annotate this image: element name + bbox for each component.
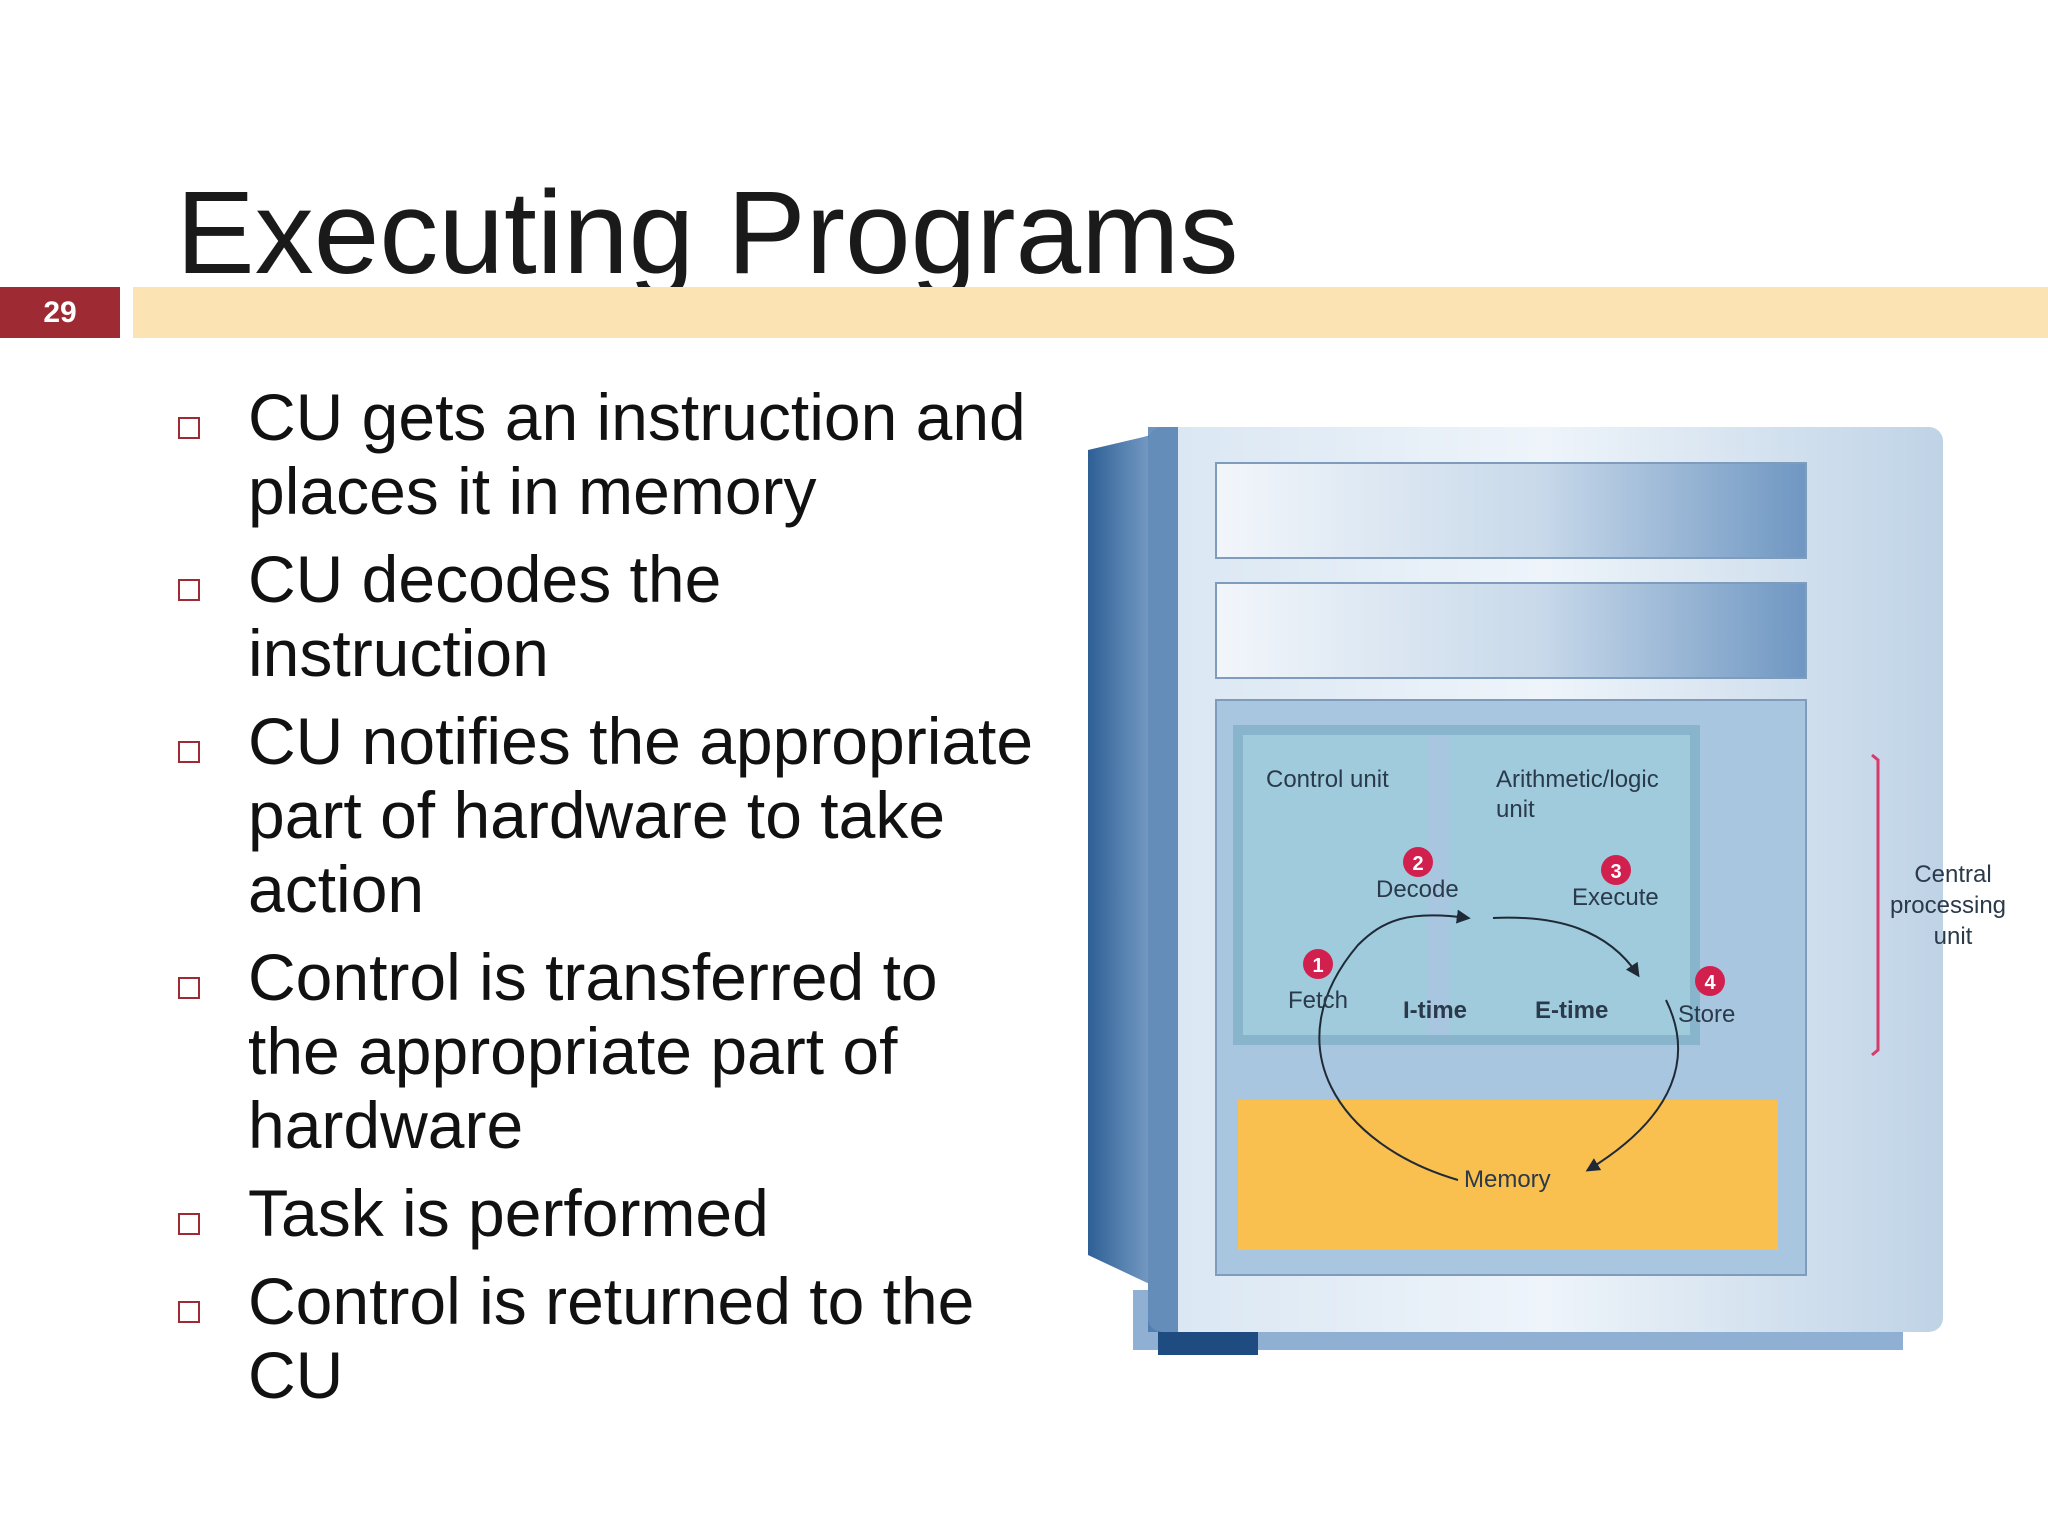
square-bullet-icon <box>178 579 200 601</box>
alu-label-line1: Arithmetic/logic <box>1496 766 1659 793</box>
bullet-text: CU gets an instruction and places it in … <box>248 380 1026 528</box>
bullet-item: Task is performed <box>176 1176 1036 1250</box>
step-badge-icon <box>1403 847 1433 877</box>
cpu-label-line1: Central <box>1914 861 1991 888</box>
e-time-label: E-time <box>1535 997 1608 1024</box>
step-number: 2 <box>1412 853 1423 875</box>
memory-panel <box>1238 1100 1778 1250</box>
step-label: Store <box>1678 1001 1735 1028</box>
alu-panel <box>1450 730 1695 1040</box>
cpu-label-line2: processing <box>1890 892 2006 919</box>
bullet-text: Task is performed <box>248 1176 769 1250</box>
step-number: 1 <box>1312 955 1323 977</box>
alu-label-line2: unit <box>1496 796 1535 823</box>
slide-number: 29 <box>0 287 120 338</box>
step-label: Execute <box>1572 884 1659 911</box>
control-unit-label: Control unit <box>1266 766 1389 793</box>
slide-title: Executing Programs <box>176 167 1239 299</box>
bullet-text: CU decodes the instruction <box>248 542 722 690</box>
bullet-item: CU gets an instruction and places it in … <box>176 380 1036 528</box>
bullet-item: Control is returned to the CU <box>176 1264 1036 1412</box>
step-badge-icon <box>1601 855 1631 885</box>
i-time-label: I-time <box>1403 997 1467 1024</box>
step-badge-icon <box>1303 949 1333 979</box>
step-label: Decode <box>1376 876 1459 903</box>
bullet-text: Control is transferred to the appropriat… <box>248 940 938 1162</box>
cpu-cycle-diagram: Control unit Arithmetic/logic unit I-tim… <box>1088 427 2006 1355</box>
square-bullet-icon <box>178 977 200 999</box>
bullet-item: CU decodes the instruction <box>176 542 1036 690</box>
bullet-list: CU gets an instruction and places it in … <box>176 380 1036 1426</box>
cpu-bracket <box>1871 753 1880 1057</box>
square-bullet-icon <box>178 417 200 439</box>
bullet-item: Control is transferred to the appropriat… <box>176 940 1036 1162</box>
step-badge-icon <box>1695 966 1725 996</box>
control-unit-panel <box>1238 730 1428 1040</box>
bullet-text: Control is returned to the CU <box>248 1264 975 1412</box>
step-label: Fetch <box>1288 987 1348 1014</box>
square-bullet-icon <box>178 741 200 763</box>
step-store: 4 Store <box>1678 966 1735 1028</box>
step-number: 4 <box>1704 972 1716 994</box>
step-number: 3 <box>1610 861 1621 883</box>
step-fetch: 1 Fetch <box>1288 949 1348 1014</box>
title-band <box>133 287 2048 338</box>
bullet-text: CU notifies the appropriate part of hard… <box>248 704 1034 926</box>
bullet-item: CU notifies the appropriate part of hard… <box>176 704 1036 926</box>
instruction-cycle-arrows <box>1318 909 1680 1181</box>
square-bullet-icon <box>178 1301 200 1323</box>
step-execute: 3 Execute <box>1572 855 1659 911</box>
square-bullet-icon <box>178 1213 200 1235</box>
step-decode: 2 Decode <box>1376 847 1459 903</box>
cpu-label-line3: unit <box>1934 923 1973 950</box>
memory-label: Memory <box>1464 1166 1551 1193</box>
